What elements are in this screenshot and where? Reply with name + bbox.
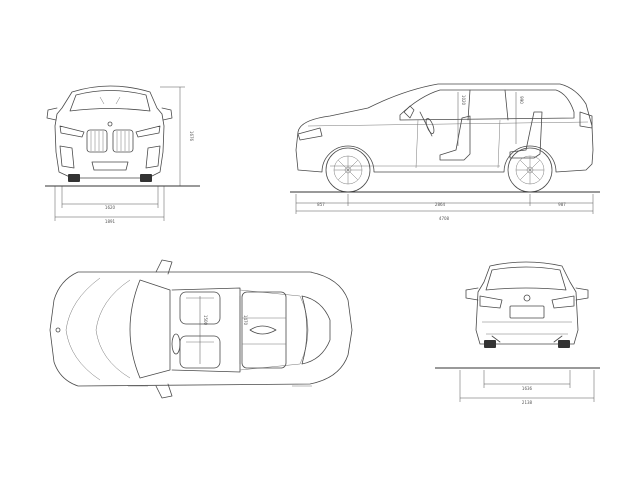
top-view: 1500 1470	[49, 259, 353, 399]
dimension-label-front-track: 1620	[105, 205, 116, 210]
dimension-label-front-shoulder: 1500	[203, 315, 208, 326]
dimension-label-rear-shoulder: 1470	[243, 315, 248, 326]
dimension-label-front-headroom: 1020	[461, 95, 466, 106]
dimension-label-rear-track: 1636	[522, 386, 533, 391]
dimension-label-width: 1891	[105, 219, 116, 224]
dimension-label-rear-overhang: 987	[558, 202, 566, 207]
dimension-label-length: 4708	[439, 216, 450, 221]
dimension-label-rear-headroom: 990	[519, 96, 524, 104]
rear-view: 1636 2138	[435, 261, 600, 405]
dimension-label-width-mirrors: 2138	[522, 400, 533, 405]
front-view: 1676 1620 1891	[46, 85, 194, 224]
dimension-label-wheelbase: 2864	[435, 202, 446, 207]
side-view: 1020 990 857 2864 987 4708	[290, 83, 600, 221]
dimension-label-front-overhang: 857	[317, 202, 325, 207]
dimension-label-height: 1676	[189, 131, 194, 142]
